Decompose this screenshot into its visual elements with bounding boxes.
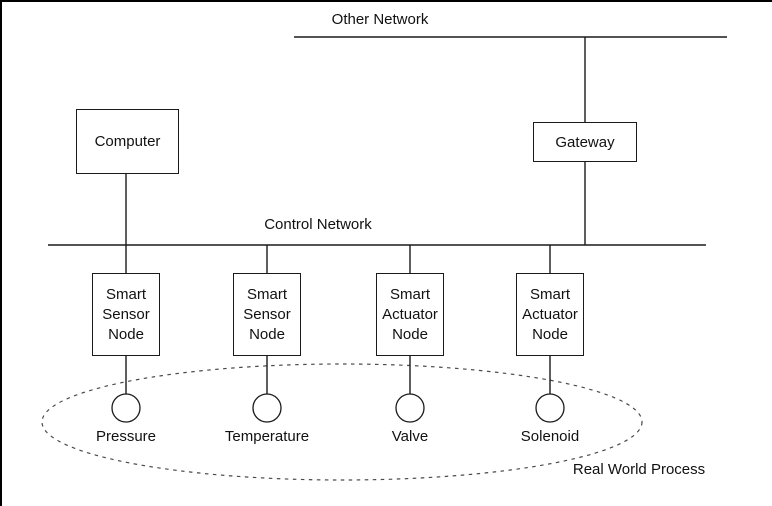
solenoid-label: Solenoid bbox=[520, 428, 580, 445]
smart-actuator-node-1-box: Smart Actuator Node bbox=[376, 273, 444, 356]
smart-sensor-node-1-label: Smart Sensor Node bbox=[102, 285, 150, 343]
page-top-border bbox=[0, 0, 772, 2]
smart-sensor-node-2-label: Smart Sensor Node bbox=[243, 285, 291, 343]
smart-actuator-node-2-label: Smart Actuator Node bbox=[522, 285, 578, 343]
temperature-label: Temperature bbox=[224, 428, 310, 445]
control-network-label: Control Network bbox=[264, 216, 372, 233]
real-world-process-label: Real World Process bbox=[572, 461, 706, 478]
real-world-process-ellipse bbox=[41, 363, 643, 481]
pressure-label: Pressure bbox=[95, 428, 157, 445]
gateway-box: Gateway bbox=[533, 122, 637, 162]
smart-actuator-node-1-label: Smart Actuator Node bbox=[382, 285, 438, 343]
other-network-label: Other Network bbox=[331, 11, 429, 28]
computer-box: Computer bbox=[76, 109, 179, 174]
solenoid-circle bbox=[535, 393, 565, 423]
pressure-circle bbox=[111, 393, 141, 423]
valve-label: Valve bbox=[391, 428, 429, 445]
smart-sensor-node-2-box: Smart Sensor Node bbox=[233, 273, 301, 356]
smart-sensor-node-1-box: Smart Sensor Node bbox=[92, 273, 160, 356]
computer-box-label: Computer bbox=[94, 133, 161, 150]
valve-circle bbox=[395, 393, 425, 423]
gateway-box-label: Gateway bbox=[555, 133, 615, 151]
smart-actuator-node-2-box: Smart Actuator Node bbox=[516, 273, 584, 356]
page-left-border bbox=[0, 0, 2, 506]
temperature-circle bbox=[252, 393, 282, 423]
